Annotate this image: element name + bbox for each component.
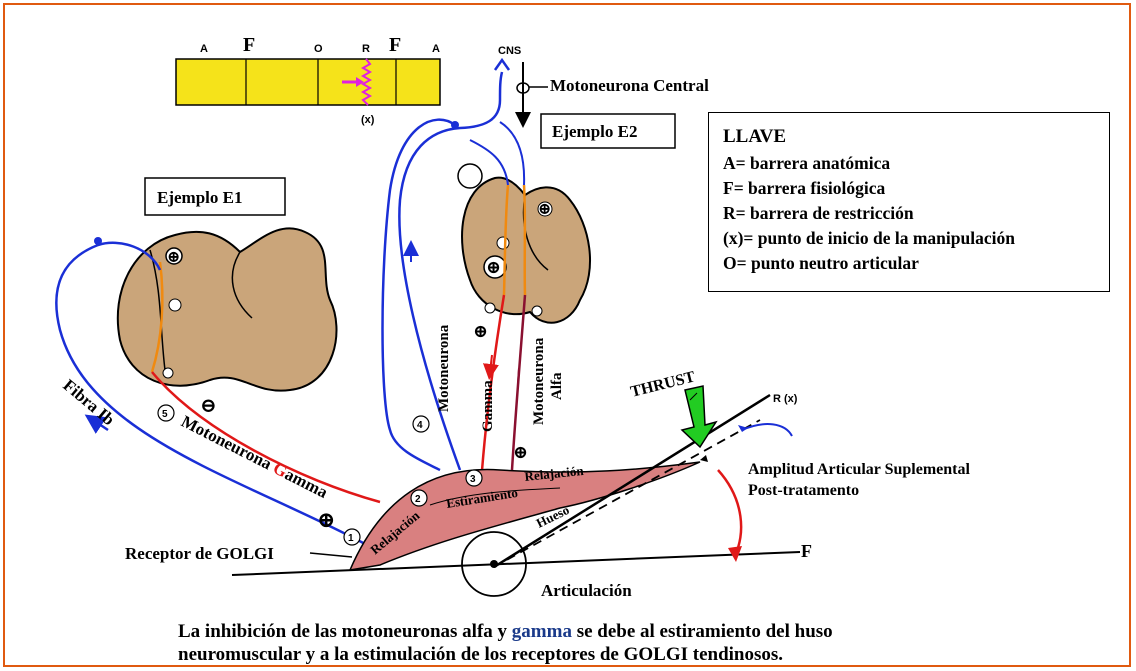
- thrust-arrow-icon: [682, 386, 716, 447]
- caption-line-1: La inhibición de las motoneuronas alfa y…: [178, 620, 1118, 643]
- articulacion-label: Articulación: [541, 581, 632, 600]
- key-title: LLAVE: [723, 123, 1109, 151]
- key-item-x: (x)= punto de inicio de la manipulación: [723, 226, 1109, 251]
- motoneurona-central-label: Motoneurona Central: [550, 76, 709, 95]
- motoneurona-gamma-label: Motoneurona Gamma: [178, 412, 331, 503]
- badge-2: 2: [411, 490, 427, 506]
- amplitud-line-1: Amplitud Articular Suplemental: [748, 461, 971, 478]
- spinal-cord-e1: ⊕: [118, 228, 337, 390]
- scale-letter-a-right: A: [432, 43, 440, 55]
- gamma-vertical-label: Gamma: [480, 380, 496, 432]
- gamma-fiber-e1: [152, 372, 380, 502]
- plus-sign-e2-cord: ⊕: [486, 257, 501, 277]
- scale-letter-r: R: [362, 43, 370, 55]
- svg-text:3: 3: [470, 474, 476, 485]
- key-item-o: O= punto neutro articular: [723, 251, 1109, 276]
- cns-label: CNS: [498, 45, 521, 57]
- plus-sign-gamma: ⊕: [473, 321, 488, 341]
- amplitud-line-2: Post-tratamento: [748, 482, 859, 499]
- scale-letter-f-right: F: [389, 34, 401, 56]
- motoneurona-vertical-label: Motoneurona: [436, 324, 452, 412]
- svg-text:4: 4: [417, 420, 423, 431]
- svg-text:2: 2: [415, 494, 421, 505]
- minus-sign-e1: ⊖: [200, 395, 217, 417]
- motoneurona-alfa-label-2: Alfa: [549, 372, 565, 400]
- badge-3: 3: [466, 470, 482, 486]
- caption-line-2: neuromuscular y a la estimulación de los…: [178, 643, 1118, 666]
- scale-x-label: (x): [361, 114, 375, 126]
- key-legend: LLAVE A= barrera anatómica F= barrera fi…: [708, 112, 1110, 292]
- key-item-f: F= barrera fisiológica: [723, 176, 1109, 201]
- range-arc: [718, 470, 741, 555]
- ejemplo-e2-label: Ejemplo E2: [552, 122, 637, 141]
- barrier-scale: A F O R F A (x): [176, 34, 440, 126]
- e2-small-circle: [458, 164, 482, 188]
- svg-text:5: 5: [162, 409, 168, 420]
- badge-1: 1: [344, 529, 360, 545]
- figure-caption: La inhibición de las motoneuronas alfa y…: [178, 620, 1118, 666]
- scale-letter-o: O: [314, 43, 323, 55]
- badge-4: 4: [413, 416, 429, 432]
- plus-sign-alfa: ⊕: [513, 442, 528, 462]
- plus-sign-golgi: ⊕: [317, 507, 335, 532]
- scale-letter-a-left: A: [200, 43, 208, 55]
- e1-plus-1: ⊕: [167, 249, 180, 266]
- receptor-golgi-label: Receptor de GOLGI: [125, 544, 274, 563]
- svg-text:1: 1: [348, 533, 354, 544]
- r-x-label: R (x): [773, 393, 798, 405]
- plus-sign-e2-top: ⊕: [538, 201, 551, 218]
- f-baseline-label: F: [801, 541, 812, 561]
- baseline-f: [232, 552, 800, 575]
- scale-bar: [176, 59, 440, 105]
- key-item-a: A= barrera anatómica: [723, 151, 1109, 176]
- badge-5: 5: [158, 405, 174, 421]
- spinal-cord-e2: [462, 178, 590, 323]
- scale-letter-f-left: F: [243, 34, 255, 56]
- key-item-r: R= barrera de restricción: [723, 201, 1109, 226]
- ejemplo-e1-label: Ejemplo E1: [157, 188, 242, 207]
- motoneurona-alfa-label-1: Motoneurona: [531, 337, 547, 425]
